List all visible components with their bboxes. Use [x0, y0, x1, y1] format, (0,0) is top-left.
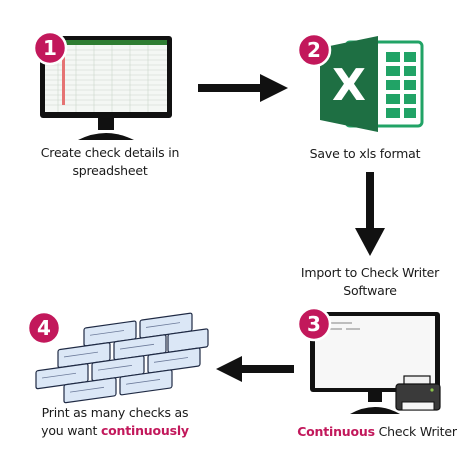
import-caption: Import to Check Writer Software [300, 265, 440, 298]
svg-text:1: 1 [43, 36, 57, 60]
svg-text:X: X [332, 60, 366, 111]
step-1-caption: Create check details in spreadsheet [40, 145, 180, 178]
right-arrow-icon [198, 74, 288, 102]
svg-text:4: 4 [37, 316, 51, 340]
monitor-printer-icon [310, 312, 441, 414]
printer-icon [395, 375, 441, 411]
svg-text:2: 2 [307, 38, 321, 62]
monitor-spreadsheet-icon [40, 36, 172, 140]
step-2-badge: 2 [296, 32, 332, 68]
step-3-caption: Continuous Check Writer [297, 424, 457, 439]
down-arrow-icon [355, 172, 385, 256]
stacked-checks-icon [35, 312, 209, 404]
step-3-badge: 3 [296, 306, 332, 342]
left-arrow-icon [216, 356, 294, 382]
excel-icon: X [320, 36, 424, 132]
step-2-caption: Save to xls format [309, 146, 421, 161]
svg-text:3: 3 [307, 312, 321, 336]
step-4-badge: 4 [26, 310, 62, 346]
step-1-badge: 1 [32, 30, 68, 66]
step-4-caption: Print as many checks as you want continu… [41, 405, 189, 438]
